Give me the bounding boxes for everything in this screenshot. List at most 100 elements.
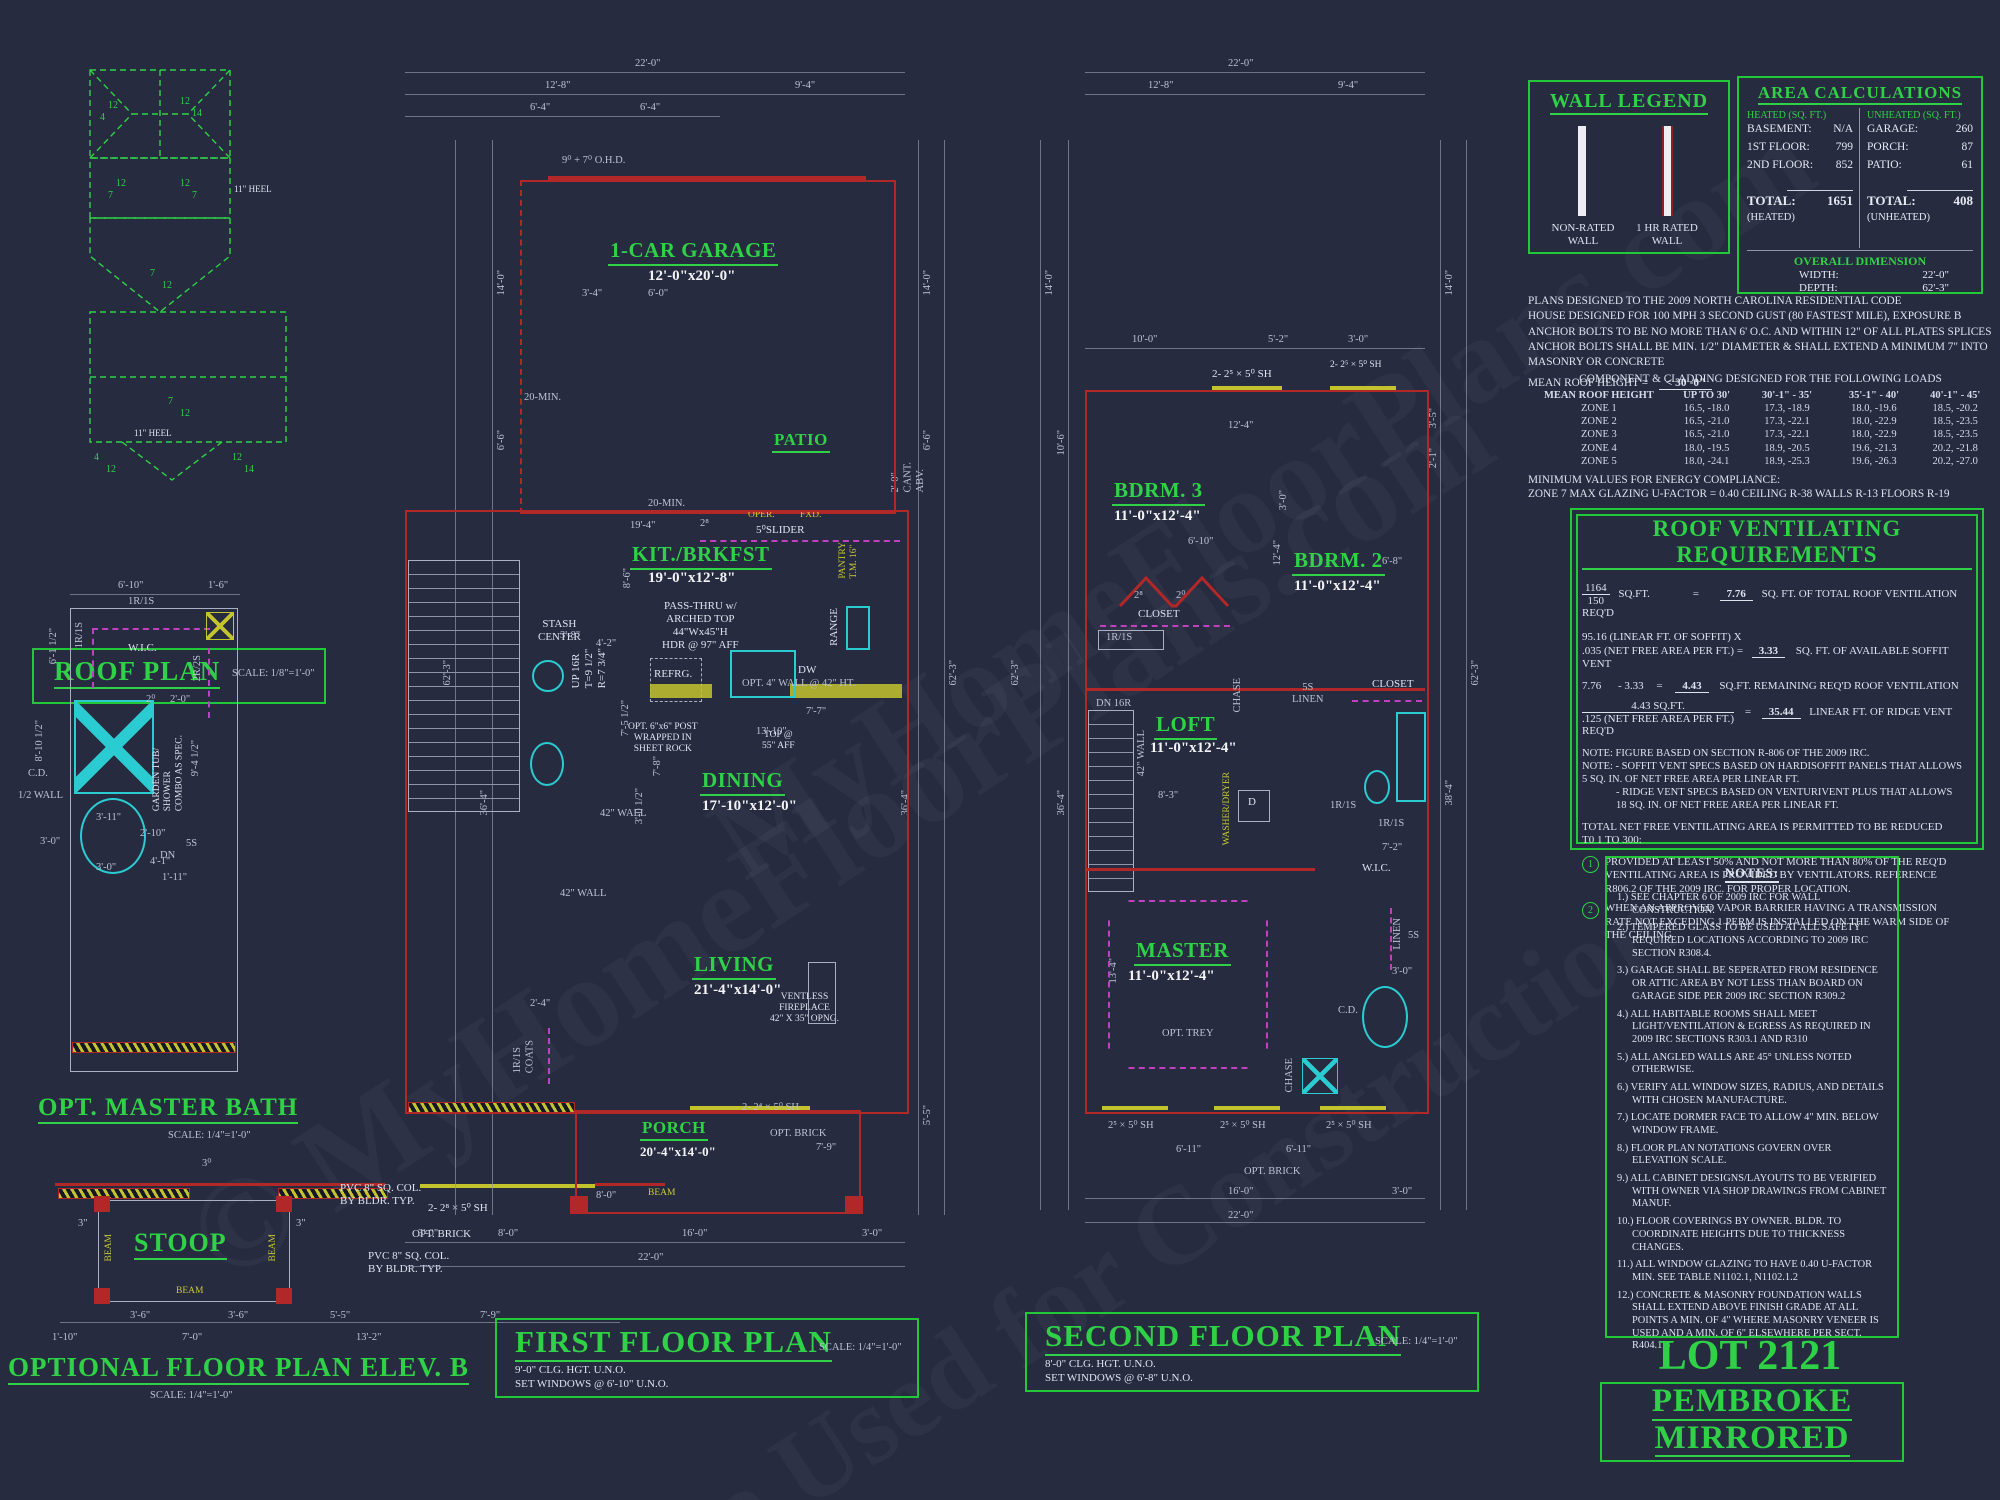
- opt-brick-note: OPT. BRICK: [1244, 1166, 1301, 1177]
- roof-pitch-label: 14: [192, 108, 202, 119]
- note-item: 11.) ALL WINDOW GLAZING TO HAVE 0.40 U-F…: [1617, 1259, 1873, 1283]
- dim-label: 2'-10": [140, 828, 166, 839]
- dim-label: 38'-4": [1444, 780, 1455, 806]
- room-size-garage: 12'-0"x20'-0": [648, 268, 736, 284]
- range-fixture: [846, 606, 870, 650]
- room-label-kitchen: KIT./BRKFST: [630, 542, 772, 570]
- dim-label: 14'-0": [1444, 270, 1455, 296]
- vent-f4-result: 35.44: [1761, 706, 1801, 720]
- equals: =: [1692, 588, 1699, 601]
- roof-pitch-label: 12: [180, 96, 190, 107]
- room-label-patio: PATIO: [772, 430, 830, 454]
- wall-legend-title: WALL LEGEND: [1549, 90, 1709, 115]
- dim-label: 62'-3": [1470, 660, 1481, 686]
- room-label-bdrm2: BDRM. 2: [1292, 548, 1385, 576]
- wall-tag: 1R/1S: [1378, 818, 1405, 829]
- equals: =: [1656, 680, 1663, 693]
- room-size-bdrm3: 11'-0"x12'-4": [1114, 508, 1201, 524]
- first-floor-title-box: FIRST FLOOR PLAN SCALE: 1/4"=1'-0" 9'-0"…: [495, 1318, 919, 1398]
- pantry-tag: PANTRY T.M. 16": [838, 542, 860, 579]
- area-row: PATIO:61: [1867, 158, 1973, 171]
- second-floor-walls: [1085, 390, 1429, 1114]
- note-item: 8.) FLOOR PLAN NOTATIONS GOVERN OVER ELE…: [1617, 1142, 1832, 1167]
- dim-label: 13'-2": [356, 1332, 382, 1343]
- dim-label: 6'-0": [648, 288, 669, 299]
- heel-label: 11" HEEL: [234, 184, 272, 194]
- closet-label: CLOSET: [1138, 608, 1180, 620]
- room-label-living: LIVING: [692, 952, 777, 980]
- notes-box: NOTES: 1.) SEE CHAPTER 6 OF 2009 IRC FOR…: [1605, 856, 1899, 1351]
- note-item: 5.) ALL ANGLED WALLS ARE 45° UNLESS NOTE…: [1617, 1051, 1852, 1076]
- dim-label: 14'-0": [1044, 270, 1055, 296]
- note-item: 4.) ALL HABITABLE ROOMS SHALL MEET LIGHT…: [1617, 1008, 1871, 1045]
- first-floor-scale: SCALE: 1/4"=1'-0": [819, 1342, 902, 1353]
- opt-brick-note: OPT. BRICK: [770, 1128, 827, 1139]
- wall-tag: 1R/1S: [1106, 632, 1133, 643]
- overall-dimension-title: OVERALL DIMENSION: [1793, 254, 1927, 268]
- master-bath-walls: [70, 608, 238, 1072]
- tub-fixture: [1362, 986, 1408, 1048]
- garage-walls: [520, 180, 896, 514]
- wall-note: 42" WALL: [560, 888, 607, 899]
- dim-label: 16'-0": [682, 1228, 708, 1239]
- master-bath-scale: SCALE: 1/4"=1'-0": [168, 1130, 251, 1141]
- dim-label: 62'-3": [948, 660, 959, 686]
- code-notes: PLANS DESIGNED TO THE 2009 NORTH CAROLIN…: [1528, 294, 1993, 391]
- dim-label: 10'-0": [1132, 334, 1158, 345]
- room-label-dining: DINING: [700, 768, 786, 796]
- room-label-master: MASTER: [1134, 938, 1231, 966]
- closet-door-zigzag: [1118, 575, 1230, 608]
- toilet-fixture: [1364, 770, 1390, 804]
- roof-pitch-label: 12: [180, 408, 190, 419]
- window-tag: 2⁵ × 5⁰ SH: [1220, 1120, 1266, 1131]
- vent-note3: - RIDGE VENT SPECS BASED ON VENTURIVENT …: [1616, 787, 1953, 812]
- note-item: 9.) ALL CABINET DESIGNS/LAYOUTS TO BE VE…: [1617, 1173, 1887, 1210]
- dim-label: 1'-6": [208, 580, 229, 591]
- cladding-header: MEAN ROOF HEIGHT: [1543, 390, 1654, 402]
- circled-2: 2: [1582, 902, 1599, 920]
- area-calc-box: AREA CALCULATIONS HEATED (SQ. FT.) BASEM…: [1737, 76, 1983, 294]
- door-rating-tag: 20-MIN.: [648, 498, 686, 509]
- room-label-loft: LOFT: [1154, 712, 1218, 740]
- chase-label: CHASE: [1284, 1058, 1295, 1093]
- roof-pitch-label: 12: [162, 280, 172, 291]
- area-row: 2ND FLOOR:852: [1747, 158, 1853, 171]
- beam-tag: BEAM: [648, 1188, 676, 1198]
- area-row: GARAGE:260: [1867, 123, 1973, 135]
- slider-tag: 5⁰SLIDER: [756, 524, 805, 536]
- dryer-label: D: [1248, 796, 1256, 808]
- dim-label: 3'-0": [40, 836, 61, 847]
- dim-label: 4'-2": [596, 638, 617, 649]
- roof-plan-diagram: 12 4 12 14 12 7 12 7 7 12 7 12 4 12 12 1…: [89, 69, 287, 481]
- dim-label: 5'-2": [1268, 334, 1289, 345]
- stoop-walls: [98, 1200, 290, 1302]
- beam-tag: BEAM: [268, 1234, 278, 1262]
- dim-label: 10'-6": [1056, 430, 1067, 456]
- window-tag: 2- 2⁸ × 5⁰ SH: [428, 1202, 488, 1214]
- tub-note: GARDEN TUB/ SHOWER COMBO AS SPEC.: [152, 735, 185, 812]
- dim-label: 2'-1": [1428, 448, 1439, 469]
- dim-label: 3'-0": [862, 1228, 883, 1239]
- optional-plan-scale: SCALE: 1/4"=1'-0": [150, 1390, 233, 1401]
- dim-label: 22'-0": [635, 58, 661, 69]
- second-floor-scale: SCALE: 1/4"=1'-0": [1375, 1336, 1458, 1347]
- dim-label: 4'-1": [150, 856, 171, 867]
- width-value: 22'-0": [1922, 269, 1949, 281]
- note-item: 1.) SEE CHAPTER 6 OF 2009 IRC FOR WALL C…: [1617, 892, 1820, 916]
- stairs: [1088, 710, 1134, 892]
- code-note-line: HOUSE DESIGNED FOR 100 MPH 3 SECOND GUST…: [1528, 310, 1962, 323]
- vent-f3-text: SQ.FT. REMAINING REQ'D ROOF VENTILATION: [1719, 680, 1959, 693]
- dim-label: 8'-0": [498, 1228, 519, 1239]
- vent-f4-den: .125 (NET FREE AREA PER FT.): [1582, 713, 1735, 726]
- dim-label: 6'-1 1/2": [48, 628, 59, 665]
- washer-dryer-note: WASHER/DRYER: [1222, 772, 1232, 846]
- room-size-living: 21'-4"x14'-0": [694, 982, 782, 998]
- slider-tag: OPER.: [748, 510, 775, 520]
- beam-tag: BEAM: [176, 1286, 204, 1296]
- room-size-bdrm2: 11'-0"x12'-4": [1294, 578, 1381, 594]
- dim-label: 7'-0": [182, 1332, 203, 1343]
- dim-label: 3'-11": [96, 812, 122, 823]
